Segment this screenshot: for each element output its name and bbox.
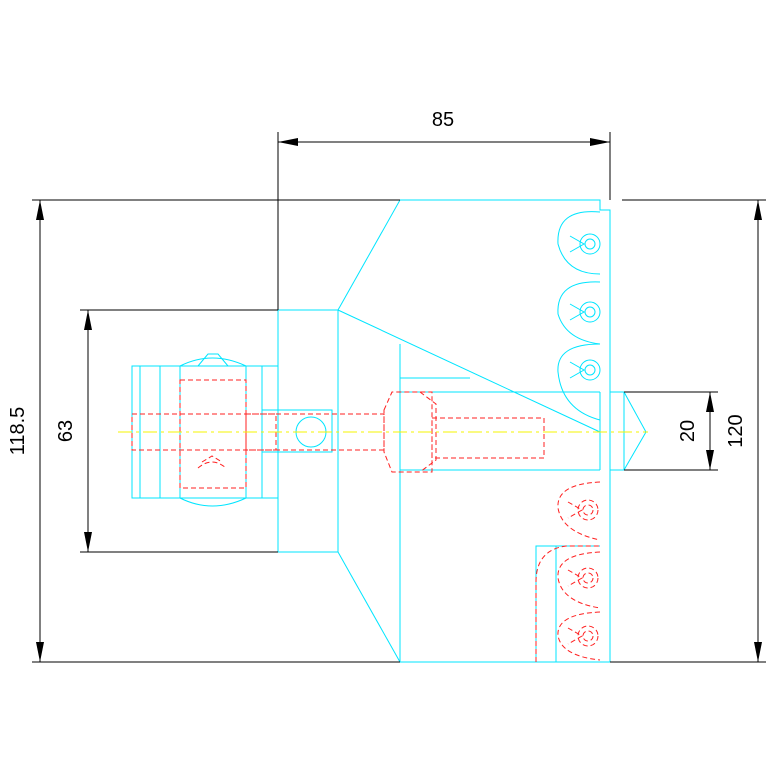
fitting-icon [557,211,601,275]
dimension-inner-height: 63 [55,309,278,553]
fitting-icon [557,343,601,421]
dimension-label-top: 85 [432,109,454,131]
dimension-top-width: 85 [277,109,611,310]
dimension-nozzle-height: 20 [624,391,718,471]
dimension-overall-height: 118.5 [7,199,400,663]
body-outline [277,199,647,663]
dimension-label-inner: 63 [55,420,77,442]
dimension-label-overall: 118.5 [7,407,29,456]
top-fittings [557,211,601,421]
fitting-icon [557,281,601,345]
hidden-lines [131,379,600,662]
dimension-right-height: 120 [610,199,766,663]
bottom-fittings [557,481,601,661]
dimension-label-right: 120 [725,414,747,447]
fitting-icon [557,481,601,541]
dimension-label-nozzle: 20 [677,420,699,442]
fitting-icon [557,611,601,661]
fitting-icon [557,551,601,609]
left-connector [131,353,333,507]
